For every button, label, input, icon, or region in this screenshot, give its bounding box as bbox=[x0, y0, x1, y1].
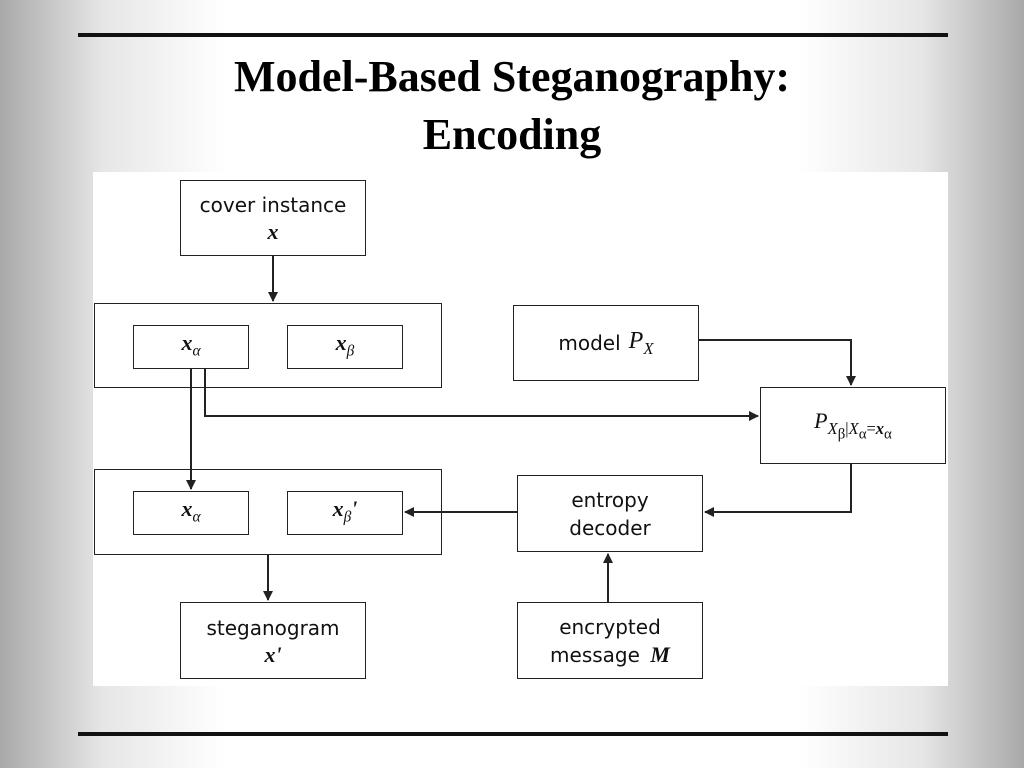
entropy-decoder-box: entropy decoder bbox=[517, 475, 703, 552]
bottom-rule bbox=[78, 732, 948, 736]
top-rule bbox=[78, 33, 948, 37]
x-beta-top-box: xβ bbox=[287, 325, 403, 369]
x-beta-prime-box: xβ' bbox=[287, 491, 403, 535]
x-alpha-bottom-symbol: xα bbox=[181, 495, 201, 526]
x-alpha-top-box: xα bbox=[133, 325, 249, 369]
model-box: model PX bbox=[513, 305, 699, 381]
x-beta-prime-symbol: xβ' bbox=[332, 495, 358, 526]
conditional-distribution-box: PXβ|Xα=xα bbox=[760, 387, 946, 464]
model-symbol: PX bbox=[628, 327, 654, 358]
encrypted-message-box: encrypted message M bbox=[517, 602, 703, 679]
steganogram-box: steganogram x' bbox=[180, 602, 366, 679]
x-alpha-bottom-box: xα bbox=[133, 491, 249, 535]
x-beta-top-symbol: xβ bbox=[335, 329, 355, 360]
model-label: model bbox=[558, 331, 621, 355]
encrypted-message-line-2: message M bbox=[550, 641, 670, 667]
steganogram-label: steganogram bbox=[206, 615, 340, 640]
entropy-decoder-line-1: entropy bbox=[571, 487, 649, 512]
steganogram-symbol: x' bbox=[264, 641, 282, 667]
title-line-2: Encoding bbox=[422, 110, 602, 159]
cover-instance-box: cover instance x bbox=[180, 180, 366, 256]
encrypted-message-line-1: encrypted bbox=[559, 614, 661, 639]
cover-instance-label: cover instance bbox=[199, 193, 347, 217]
conditional-distribution-symbol: PXβ|Xα=xα bbox=[814, 408, 892, 442]
title-line-1: Model-Based Steganography: bbox=[233, 52, 791, 101]
x-alpha-top-symbol: xα bbox=[181, 329, 201, 360]
cover-instance-symbol: x bbox=[267, 219, 279, 244]
slide-title: Model-Based Steganography: Encoding bbox=[0, 48, 1024, 164]
entropy-decoder-line-2: decoder bbox=[569, 515, 651, 540]
